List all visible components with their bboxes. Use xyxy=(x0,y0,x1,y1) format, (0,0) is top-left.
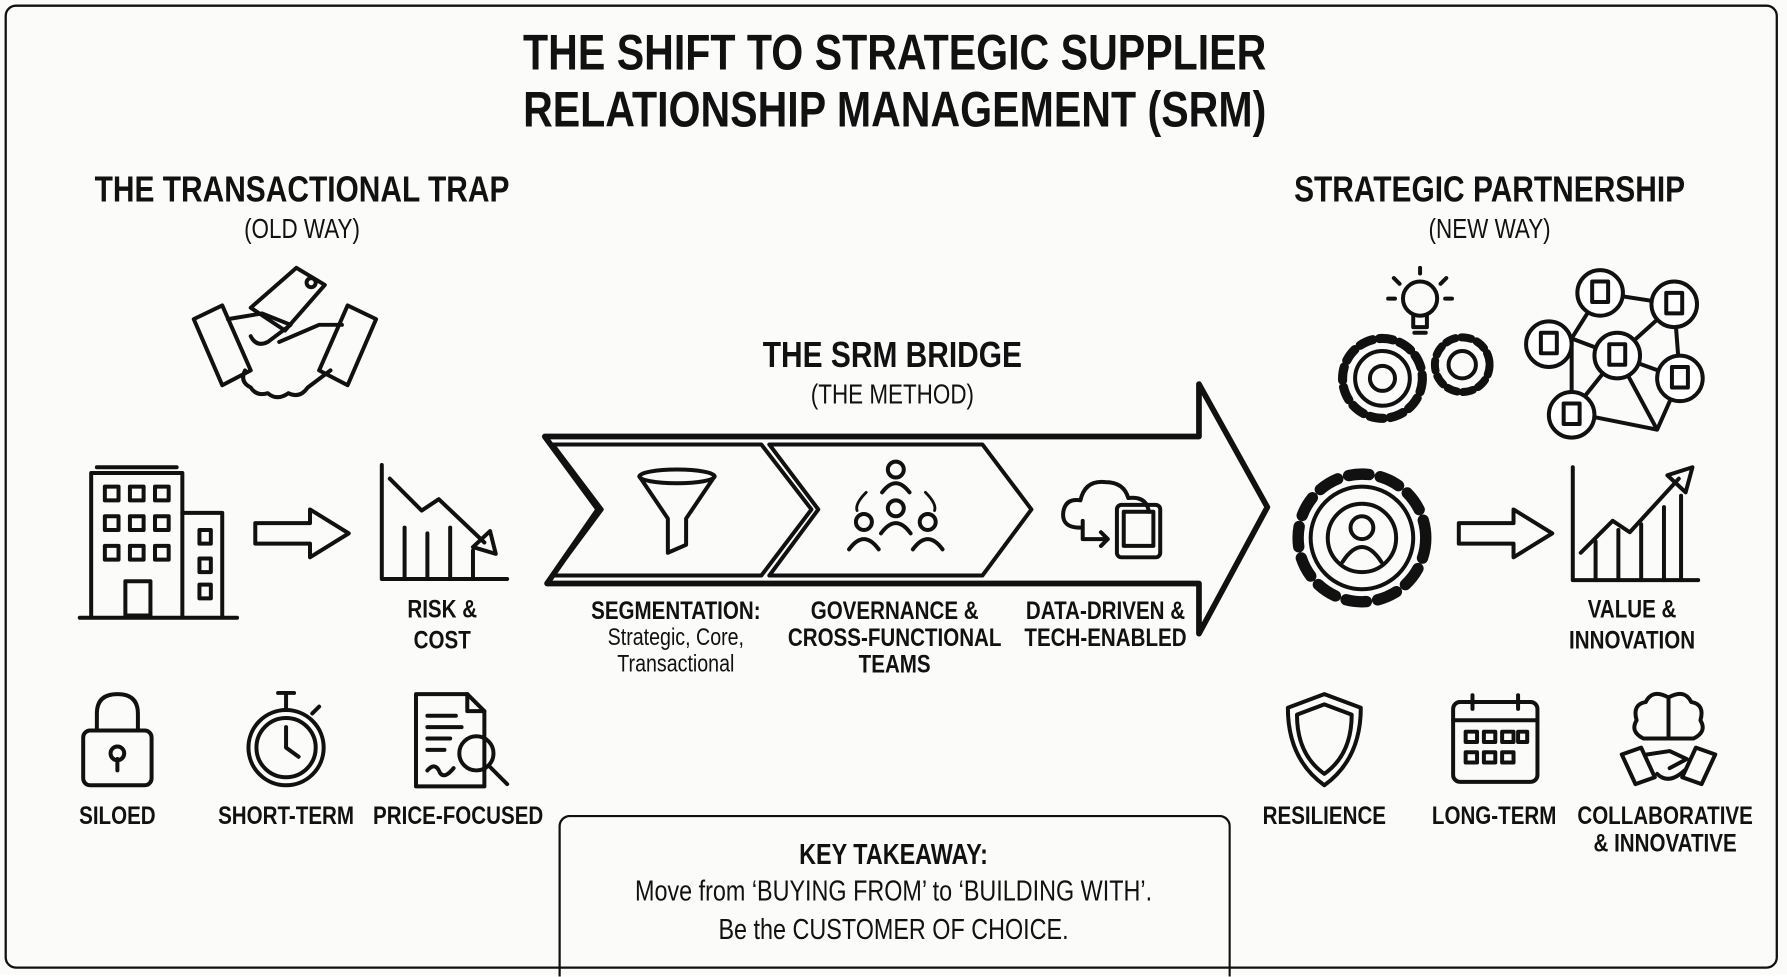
srm-bridge-arrow xyxy=(541,381,1271,637)
brain-handshake-icon xyxy=(1619,691,1718,787)
lock-icon xyxy=(81,692,154,788)
trait-resilience: RESILIENCE xyxy=(1262,801,1387,830)
building-icon xyxy=(77,465,240,620)
handshake-price-tag-icon xyxy=(191,265,379,400)
takeaway-line1: Move from ‘BUYING FROM’ to ‘BUILDING WIT… xyxy=(634,875,1153,908)
step2-line3: TEAMS xyxy=(858,649,931,679)
step2-line2: CROSS-FUNCTIONAL xyxy=(787,623,1002,652)
old-result-line2: COST xyxy=(413,625,471,655)
bridge-subheading: (THE METHOD) xyxy=(810,379,974,411)
step3-line1: DATA-DRIVEN & xyxy=(1025,596,1186,625)
lightbulb-gears-icon xyxy=(1338,265,1494,423)
right-arrow-icon xyxy=(253,507,351,560)
new-way-heading: STRATEGIC PARTNERSHIP xyxy=(1294,168,1686,210)
step1-title: SEGMENTATION: xyxy=(591,596,761,625)
old-result-line1: RISK & xyxy=(407,594,478,624)
title-line1: THE SHIFT TO STRATEGIC SUPPLIER xyxy=(523,25,1267,81)
team-icon xyxy=(847,459,945,552)
step1-detail2: Transactional xyxy=(617,650,735,677)
trait-short-term: SHORT-TERM xyxy=(218,801,355,830)
step3-line2: TECH-ENABLED xyxy=(1024,623,1187,652)
supplier-network-icon xyxy=(1524,268,1705,440)
key-takeaway-box xyxy=(558,814,1231,977)
trait-siloed: SILOED xyxy=(79,801,156,830)
old-way-subheading: (OLD WAY) xyxy=(244,214,360,246)
step1-detail1: Strategic, Core, xyxy=(607,624,745,651)
bridge-heading: THE SRM BRIDGE xyxy=(762,333,1022,375)
trait-innovative: & INNOVATIVE xyxy=(1593,828,1737,858)
new-result-line2: INNOVATION xyxy=(1569,625,1696,655)
declining-chart-icon xyxy=(379,463,510,581)
calendar-icon xyxy=(1451,693,1540,784)
new-result-line1: VALUE & xyxy=(1587,594,1677,624)
cloud-tablet-icon xyxy=(1061,479,1163,560)
gear-person-icon xyxy=(1292,468,1432,608)
stopwatch-icon xyxy=(246,690,326,788)
trait-collaborative: COLLABORATIVE xyxy=(1577,801,1753,830)
step2-line1: GOVERNANCE & xyxy=(810,596,979,625)
right-arrow-icon-2 xyxy=(1456,507,1555,560)
trait-long-term: LONG-TERM xyxy=(1431,801,1557,830)
takeaway-title: KEY TAKEAWAY: xyxy=(799,838,988,871)
trait-price-focused: PRICE-FOCUSED xyxy=(373,801,544,830)
shield-icon xyxy=(1285,692,1363,788)
outer-frame xyxy=(4,4,1778,969)
new-way-subheading: (NEW WAY) xyxy=(1428,214,1551,246)
title-line2: RELATIONSHIP MANAGEMENT (SRM) xyxy=(523,82,1267,138)
funnel-icon xyxy=(637,467,717,555)
old-way-heading: THE TRANSACTIONAL TRAP xyxy=(94,168,510,210)
takeaway-line2: Be the CUSTOMER OF CHOICE. xyxy=(718,914,1069,946)
price-document-search-icon xyxy=(413,692,510,789)
growth-chart-icon xyxy=(1570,465,1701,583)
